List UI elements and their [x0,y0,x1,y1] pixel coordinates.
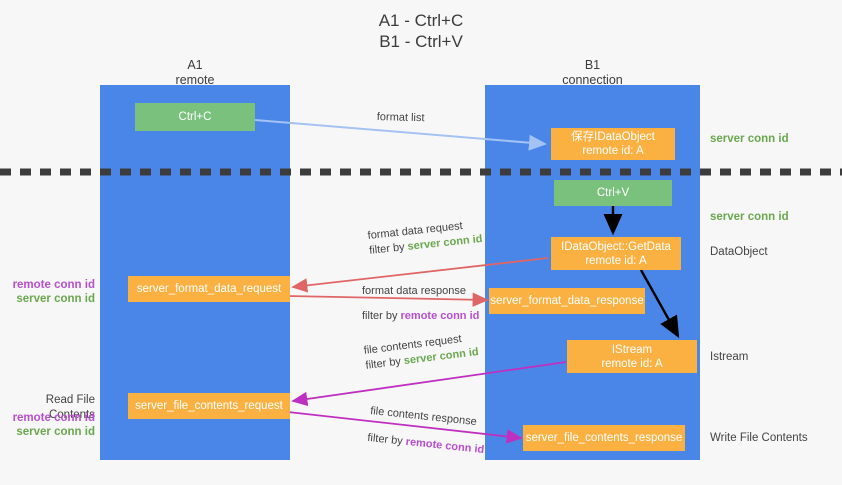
node-idataobject-save-line2: remote id: A [582,145,644,157]
column-header-a1-sub: remote [175,73,215,87]
edge-label-file-contents-request-filter-prefix: filter by [364,355,405,372]
node-ctrl-c-label: Ctrl+C [178,111,212,123]
node-server-format-data-response[interactable]: server_format_data_response [489,288,645,314]
title-line-2: B1 - Ctrl+V [379,32,463,51]
node-idataobject-getdata[interactable]: IDataObject::GetData remote id: A [551,237,681,270]
edge-label-format-data-response-filter-prefix: filter by [362,310,401,322]
annotation-right-server-conn-id-mid: server conn id [710,211,789,223]
node-idataobject-save[interactable]: 保存IDataObject remote id: A [551,128,675,160]
edge-label-format-data-response-filter-value: remote conn id [400,310,480,322]
node-istream[interactable]: IStream remote id: A [567,340,697,373]
edge-label-format-data-response-text: format data response [362,285,466,297]
column-header-b1-name: B1 [584,58,601,72]
edge-label-format-data-request-filter-prefix: filter by [368,240,409,257]
annotation-left-remote-conn-id-1: remote conn id [12,279,95,291]
edge-label-format-list: format list [377,110,425,126]
annotation-left-server-conn-id-1: server conn id [16,293,95,305]
edge-label-file-contents-response-filter-value: remote conn id [405,435,485,457]
node-server-file-contents-response-label: server_file_contents_response [525,432,683,444]
node-idataobject-getdata-line2: remote id: A [585,254,647,267]
column-header-a1: A1 remote [100,58,290,88]
node-ctrl-c[interactable]: Ctrl+C [135,103,255,131]
node-server-file-contents-request-label: server_file_contents_request [135,400,283,412]
edge-label-format-list-text: format list [376,110,425,125]
edge-label-file-contents-response: file contents response filter by remote … [367,404,488,458]
edge-label-file-contents-response-filter-prefix: filter by [366,431,407,448]
node-istream-line2: remote id: A [601,357,663,370]
edge-label-format-data-request: format data request filter by server con… [367,217,483,259]
annotation-right-write-file-contents: Write File Contents [710,432,808,444]
annotation-left-read-file-contents: Read File Contents [45,394,95,421]
node-idataobject-save-line1: 保存IDataObject [571,131,655,143]
node-server-format-data-response-label: server_format_data_response [490,295,644,307]
node-ctrl-v[interactable]: Ctrl+V [554,180,672,206]
edge-label-file-contents-response-text: file contents response [369,404,478,429]
annotation-left-remote-conn-id-2: remote conn id [12,412,95,424]
page-title: A1 - Ctrl+C B1 - Ctrl+V [0,10,842,52]
node-ctrl-v-label: Ctrl+V [596,187,630,199]
column-header-b1: B1 connection [485,58,700,88]
node-server-file-contents-request[interactable]: server_file_contents_request [128,393,290,419]
annotation-left-server-conn-id-2: server conn id [16,426,95,438]
column-header-b1-sub: connection [562,73,623,87]
annotation-right-dataobject: DataObject [710,246,768,258]
node-server-format-data-request-label: server_format_data_request [136,283,282,295]
edge-label-format-data-response: format data response filter by remote co… [362,284,479,324]
annotation-right-server-conn-id-top: server conn id [710,133,789,145]
node-istream-line1: IStream [611,343,653,356]
edge-label-file-contents-request: file contents request filter by server c… [363,330,480,374]
node-server-format-data-request[interactable]: server_format_data_request [128,276,290,302]
title-line-1: A1 - Ctrl+C [378,11,464,30]
annotation-right-istream: Istream [710,351,749,363]
column-header-a1-name: A1 [187,58,203,72]
node-server-file-contents-response[interactable]: server_file_contents_response [523,425,685,451]
node-idataobject-getdata-line1: IDataObject::GetData [561,240,671,253]
